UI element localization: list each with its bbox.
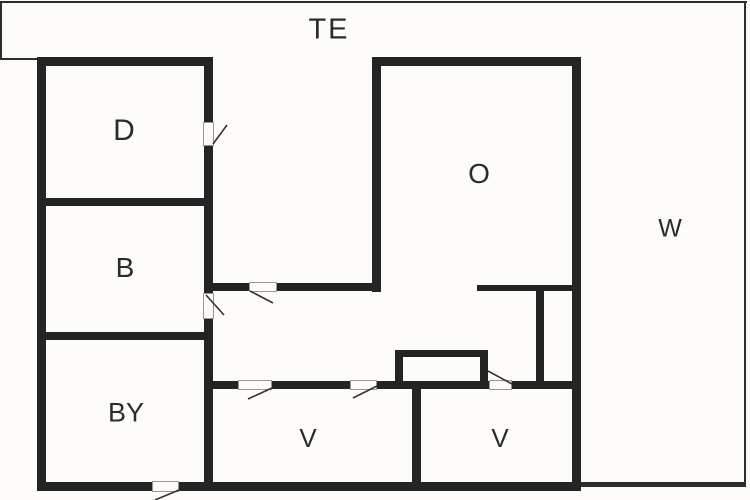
door-gap-v1-left <box>238 380 272 390</box>
wall-v-rooms-divider <box>412 385 421 491</box>
room-label-v1: V <box>299 423 317 453</box>
door-gap-v1-right <box>350 380 377 390</box>
wall-b-by-divider <box>37 332 213 340</box>
wall-hall-bottom <box>204 381 581 389</box>
site-border-right <box>744 1 746 486</box>
wall-shaft-left <box>536 291 544 389</box>
wall-exterior-right <box>572 57 581 491</box>
door-gap-corridor <box>249 282 277 292</box>
room-label-v2: V <box>491 423 509 453</box>
room-label-by: BY <box>107 397 145 428</box>
door-gap-v2 <box>489 380 512 390</box>
wall-exterior-bottom <box>37 482 581 491</box>
door-gap-room-d <box>203 122 214 146</box>
wall-closet-top <box>395 350 488 357</box>
wall-d-b-divider <box>37 198 213 206</box>
room-label-d: D <box>113 114 135 147</box>
wall-closet-right <box>480 350 488 389</box>
wall-o-lower-divider <box>477 285 581 291</box>
wall-exterior-left <box>37 57 46 491</box>
room-label-te: TE <box>308 13 350 46</box>
wall-exterior-top-right-wing <box>372 57 581 66</box>
wall-o-room-left <box>372 57 381 292</box>
room-label-b: B <box>115 252 135 283</box>
site-border-left-connector <box>0 58 38 60</box>
door-gap-by-exterior <box>152 481 179 492</box>
wall-closet-left <box>395 350 403 389</box>
door-gap-room-b <box>203 293 214 319</box>
site-border-left <box>0 1 2 60</box>
door-swing-corridor <box>249 290 274 304</box>
room-label-o: O <box>468 158 490 189</box>
wall-exterior-top-left-wing <box>37 57 213 66</box>
site-border-top <box>0 1 747 3</box>
room-label-w: W <box>658 214 682 243</box>
site-border-bottom-right <box>578 482 746 487</box>
wall-corridor-top <box>204 283 381 291</box>
door-swing-room-d <box>212 124 228 145</box>
wall-spine-vertical <box>204 57 213 491</box>
